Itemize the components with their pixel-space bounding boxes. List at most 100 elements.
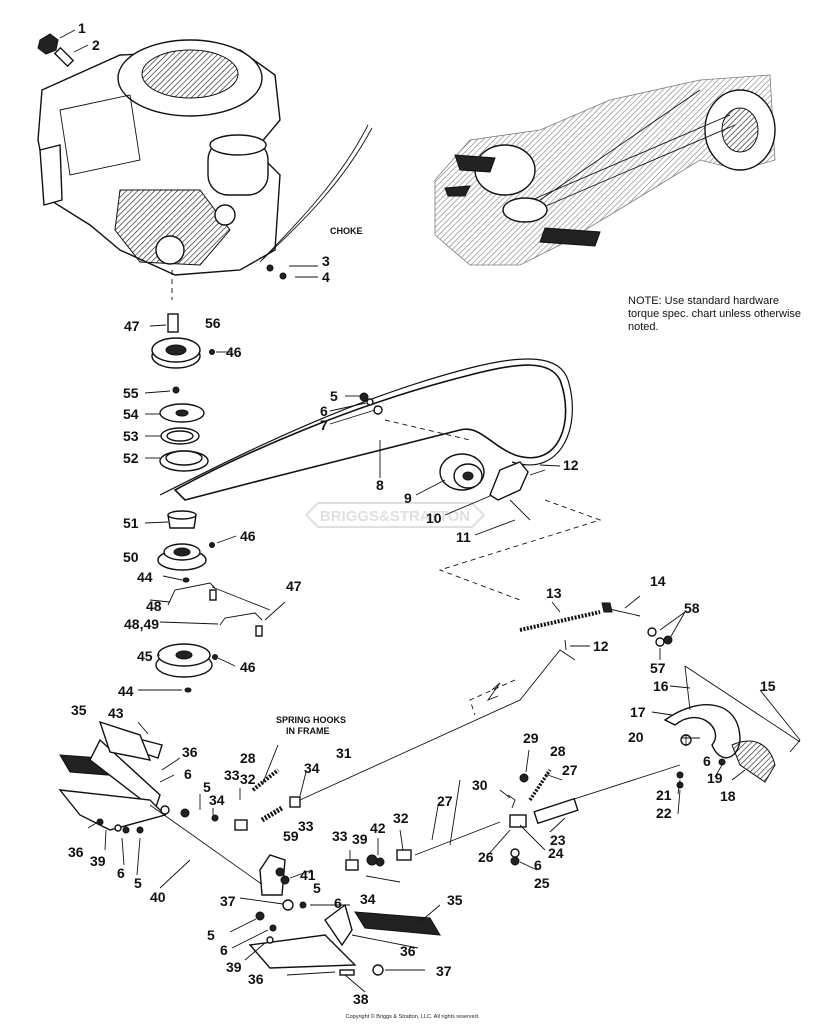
brake-assembly bbox=[663, 665, 801, 783]
callout-13: 13 bbox=[546, 585, 562, 601]
callout-23: 23 bbox=[550, 832, 566, 848]
callout-35a: 35 bbox=[71, 702, 87, 718]
callout-46c: 46 bbox=[240, 659, 256, 675]
callout-36c: 36 bbox=[400, 943, 416, 959]
callout-47b: 47 bbox=[286, 578, 302, 594]
callout-7: 7 bbox=[320, 417, 328, 433]
callout-34c: 34 bbox=[360, 891, 376, 907]
callout-37b: 37 bbox=[436, 963, 452, 979]
callout-20: 20 bbox=[628, 729, 644, 745]
callout-45: 45 bbox=[137, 648, 153, 664]
callout-46b: 46 bbox=[240, 528, 256, 544]
callout-55: 55 bbox=[123, 385, 139, 401]
callout-33a: 33 bbox=[224, 767, 240, 783]
callout-32b: 32 bbox=[393, 810, 409, 826]
bracket-48 bbox=[167, 582, 216, 606]
bolt-1 bbox=[37, 33, 75, 68]
torque-note: NOTE: Use standard hardware torque spec.… bbox=[628, 295, 802, 333]
callout-47a: 47 bbox=[124, 318, 140, 334]
callout-6f: 6 bbox=[334, 895, 342, 911]
tractor-inset bbox=[434, 74, 776, 266]
callout-44b: 44 bbox=[118, 683, 134, 699]
callout-51: 51 bbox=[123, 515, 139, 531]
engine-illustration bbox=[37, 39, 281, 300]
callout-53: 53 bbox=[123, 428, 139, 444]
pedal-assembly-lower bbox=[248, 903, 441, 969]
callout-spring-hooks-2: IN FRAME bbox=[286, 726, 330, 736]
callout-31: 31 bbox=[336, 745, 352, 761]
callout-5e: 5 bbox=[207, 927, 215, 943]
rod-31 bbox=[299, 649, 576, 801]
callout-12a: 12 bbox=[563, 457, 579, 473]
part-4 bbox=[279, 272, 287, 280]
part-callouts: 1 2 CHOKE 3 4 47 56 46 55 54 53 52 5 6 7… bbox=[68, 20, 776, 1007]
callout-36b: 36 bbox=[68, 844, 84, 860]
callout-39c: 39 bbox=[226, 959, 242, 975]
callout-6g: 6 bbox=[220, 942, 228, 958]
callout-44a: 44 bbox=[137, 569, 153, 585]
callout-36d: 36 bbox=[248, 971, 264, 987]
callout-10: 10 bbox=[426, 510, 442, 526]
callout-46a: 46 bbox=[226, 344, 242, 360]
callout-12b: 12 bbox=[593, 638, 609, 654]
copyright: Copyright © Briggs & Stratton, LLC. All … bbox=[345, 1014, 480, 1020]
callout-27a: 27 bbox=[562, 762, 578, 778]
callout-14: 14 bbox=[650, 573, 666, 589]
callout-22: 22 bbox=[656, 805, 672, 821]
callout-42: 42 bbox=[370, 820, 386, 836]
callout-24: 24 bbox=[548, 845, 564, 861]
callout-57: 57 bbox=[650, 660, 666, 676]
callout-43: 43 bbox=[108, 705, 124, 721]
callout-6b: 6 bbox=[703, 753, 711, 769]
callout-9: 9 bbox=[404, 490, 412, 506]
callout-35b: 35 bbox=[447, 892, 463, 908]
callout-spring-hooks-1: SPRING HOOKS bbox=[276, 715, 346, 725]
callout-5b: 5 bbox=[203, 779, 211, 795]
callout-8: 8 bbox=[376, 477, 384, 493]
callout-5d: 5 bbox=[313, 880, 321, 896]
callout-11: 11 bbox=[456, 529, 471, 545]
callout-32a: 32 bbox=[240, 771, 256, 787]
callout-6d: 6 bbox=[117, 865, 125, 881]
callout-28b: 28 bbox=[550, 743, 566, 759]
watermark-logo: BRIGGS&STRATTON bbox=[304, 502, 486, 528]
callout-3: 3 bbox=[322, 253, 330, 269]
callout-40: 40 bbox=[150, 889, 166, 905]
callout-39a: 39 bbox=[90, 853, 106, 869]
idler-pulley bbox=[439, 453, 546, 521]
callout-48-49: 48,49 bbox=[124, 616, 159, 632]
callout-56: 56 bbox=[205, 315, 221, 331]
callout-41: 41 bbox=[300, 867, 316, 883]
spring-13 bbox=[519, 610, 601, 632]
callout-19: 19 bbox=[707, 770, 723, 786]
callout-28a: 28 bbox=[240, 750, 256, 766]
callout-54: 54 bbox=[123, 406, 139, 422]
drive-belt bbox=[173, 364, 567, 501]
callout-21: 21 bbox=[656, 787, 672, 803]
callout-16: 16 bbox=[653, 678, 669, 694]
callout-26: 26 bbox=[478, 849, 494, 865]
watermark-text: BRIGGS&STRATTON bbox=[320, 508, 470, 525]
callout-5c: 5 bbox=[134, 875, 142, 891]
callout-33b: 33 bbox=[298, 818, 314, 834]
callout-18: 18 bbox=[720, 788, 736, 804]
callout-4: 4 bbox=[322, 269, 330, 285]
callout-58: 58 bbox=[684, 600, 700, 616]
callout-17: 17 bbox=[630, 704, 646, 720]
callout-48: 48 bbox=[146, 598, 162, 614]
callout-6c: 6 bbox=[184, 766, 192, 782]
callout-59: 59 bbox=[283, 828, 299, 844]
callout-50: 50 bbox=[123, 549, 139, 565]
callout-37a: 37 bbox=[220, 893, 236, 909]
pedal-assembly-left bbox=[58, 720, 271, 891]
bracket-48-49 bbox=[219, 612, 263, 626]
callout-25: 25 bbox=[534, 875, 550, 891]
pulley-stack bbox=[151, 313, 213, 693]
callout-34a: 34 bbox=[304, 760, 320, 776]
callout-33c: 33 bbox=[332, 828, 348, 844]
part-3 bbox=[266, 264, 274, 272]
callout-2: 2 bbox=[92, 37, 100, 53]
callout-1: 1 bbox=[78, 20, 86, 36]
callout-39b: 39 bbox=[352, 831, 368, 847]
